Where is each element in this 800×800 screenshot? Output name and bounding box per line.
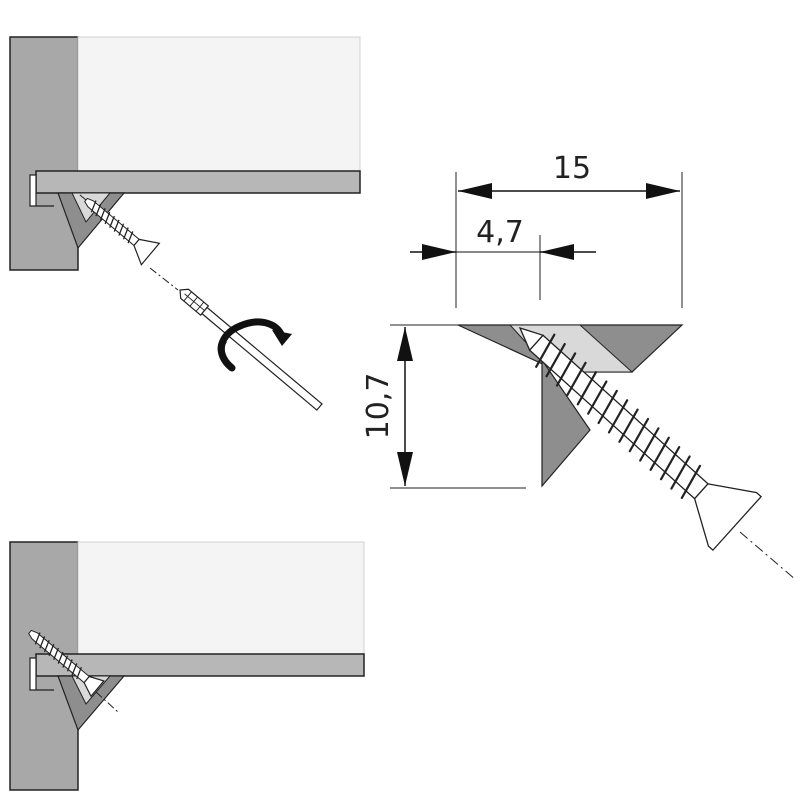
cabinet-side-top: [77, 36, 361, 172]
screwdriver: [179, 288, 323, 411]
dim-label-offset: 4,7: [476, 215, 524, 250]
screw-detail-head: [693, 483, 763, 552]
dim-label-total-width: 15: [553, 151, 591, 186]
screw-detail: [518, 326, 763, 552]
shelf-board-top: [35, 170, 361, 194]
bracket-profile-leg: [541, 358, 591, 488]
screw-detail-thread: [535, 333, 702, 500]
rotation-arrow-tip: [272, 330, 292, 346]
screw-detail-axis: [739, 531, 797, 581]
detail-view: 15 4,7 10,7: [361, 151, 797, 581]
step-2-assembly: [9, 541, 365, 791]
wall-notch-bottom: [29, 657, 54, 691]
screw-bottom: [28, 629, 105, 698]
dim-label-height: 10,7: [361, 373, 396, 440]
step-1-assembly: [9, 36, 361, 291]
screw-top: [79, 194, 161, 266]
cabinet-side-bottom: [77, 541, 365, 655]
wall-panel-top: [9, 36, 79, 271]
screw-axis-top: [149, 267, 179, 291]
screw-axis-bottom: [95, 691, 119, 713]
wall-notch-top: [29, 174, 54, 207]
